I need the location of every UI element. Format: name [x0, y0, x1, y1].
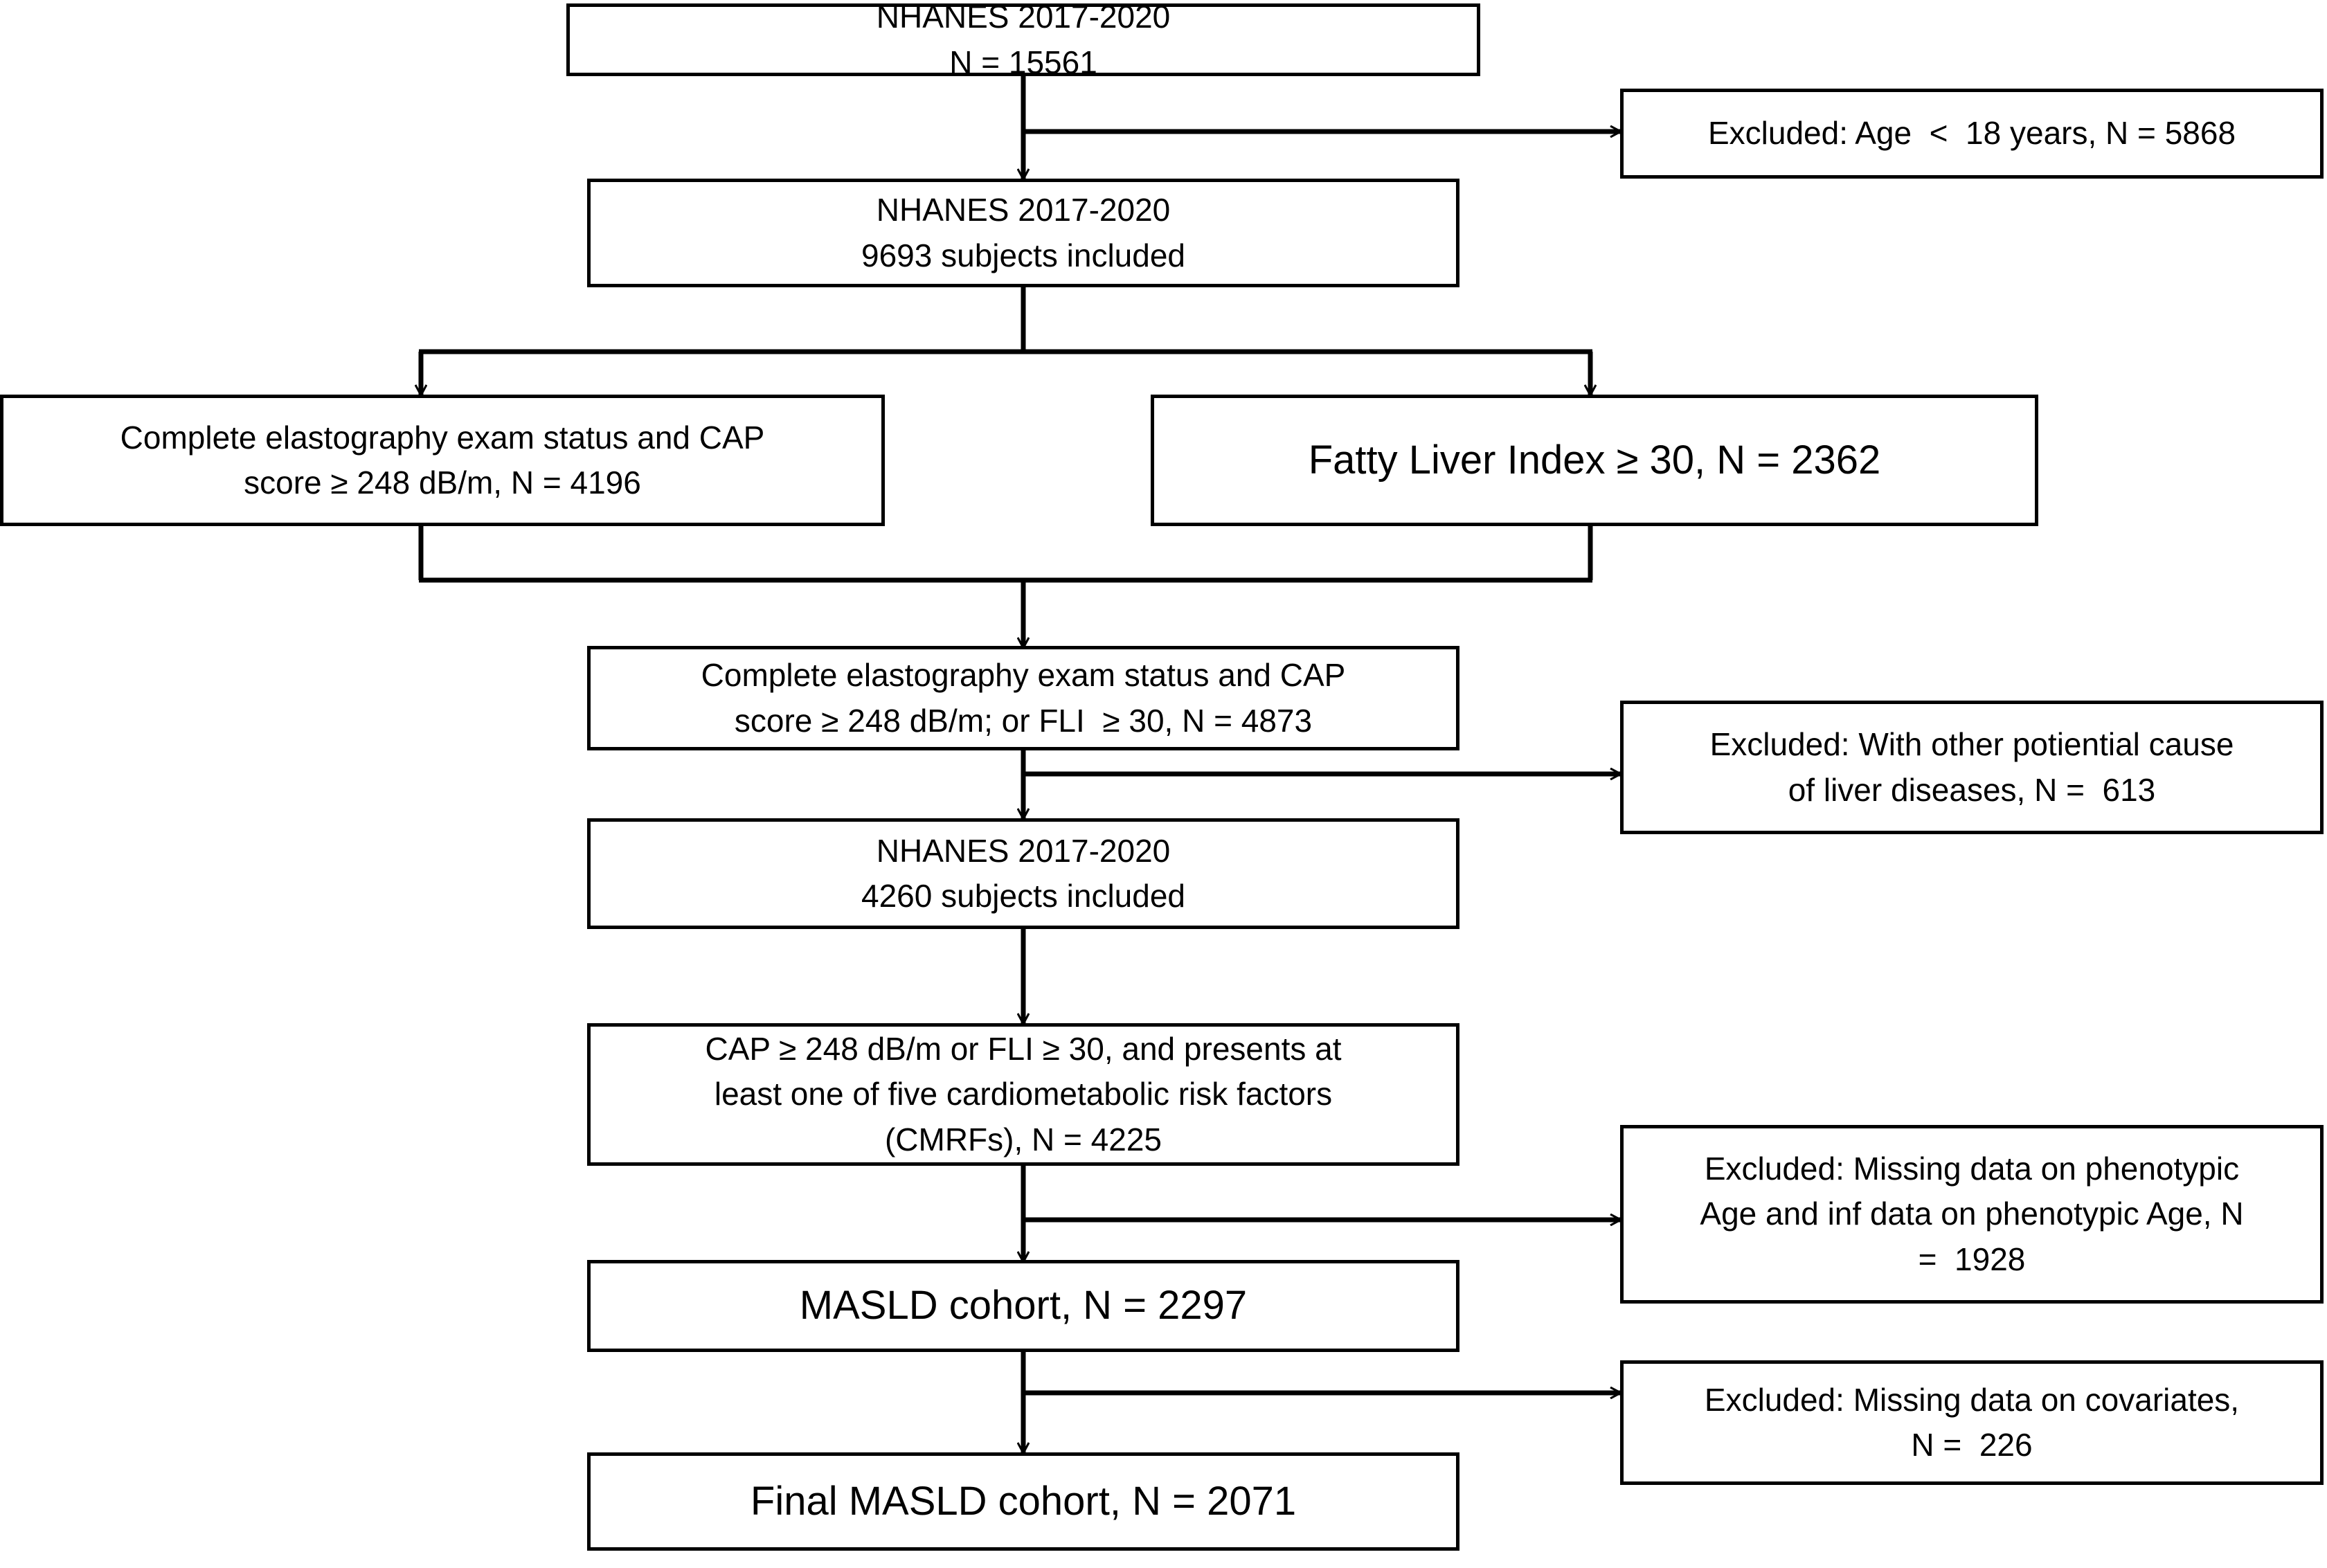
node-exclusion-phenotypic-age: Excluded: Missing data on phenotypic Age… [1620, 1125, 2324, 1304]
connector-adults-split [419, 286, 1592, 395]
node-nhanes-4260-line2: 4260 subjects included [861, 878, 1185, 914]
node-cap-branch: Complete elastography exam status and CA… [0, 395, 885, 526]
node-adults-cohort: NHANES 2017-2020 9693 subjects included [587, 179, 1459, 287]
node-exclusion-liver-disease-line1: Excluded: With other potiential cause [1709, 726, 2234, 763]
node-adults-cohort-line1: NHANES 2017-2020 [876, 192, 1171, 228]
node-exclusion-liver-disease-line2: of liver diseases, N = 613 [1788, 771, 2156, 808]
node-combined-criteria-line1: Complete elastography exam status and CA… [701, 657, 1346, 694]
node-fli-branch: Fatty Liver Index ≥ 30, N = 2362 [1151, 395, 2038, 526]
node-source-cohort: NHANES 2017-2020 N = 15561 [566, 0, 1480, 80]
node-exclusion-covariates: Excluded: Missing data on covariates, N … [1620, 1360, 2324, 1485]
node-combined-criteria: Complete elastography exam status and CA… [587, 646, 1459, 750]
node-exclusion-covariates-line1: Excluded: Missing data on covariates, [1704, 1381, 2240, 1418]
node-fli-branch-line1: Fatty Liver Index ≥ 30, N = 2362 [1308, 437, 1881, 483]
node-exclusion-phenotypic-age-line2: Age and inf data on phenotypic Age, N [1700, 1196, 2244, 1232]
node-exclusion-age: Excluded: Age < 18 years, N = 5868 [1620, 89, 2324, 179]
connector-branches-merge [418, 525, 1593, 647]
node-cmrf-criteria-line2: least one of five cardiometabolic risk f… [714, 1076, 1333, 1112]
node-final-cohort: Final MASLD cohort, N = 2071 [587, 1452, 1459, 1551]
node-exclusion-phenotypic-age-line3: = 1928 [1918, 1241, 2026, 1277]
node-cmrf-criteria-line3: (CMRFs), N = 4225 [884, 1121, 1162, 1157]
node-cap-branch-line1: Complete elastography exam status and CA… [120, 419, 765, 456]
node-masld-cohort: MASLD cohort, N = 2297 [587, 1260, 1459, 1352]
node-cmrf-criteria-line1: CAP ≥ 248 dB/m or FLI ≥ 30, and presents… [705, 1031, 1342, 1067]
node-cmrf-criteria: CAP ≥ 248 dB/m or FLI ≥ 30, and presents… [587, 1023, 1459, 1166]
node-exclusion-covariates-line2: N = 226 [1911, 1427, 2033, 1463]
node-adults-cohort-line2: 9693 subjects included [861, 237, 1185, 273]
node-exclusion-phenotypic-age-line1: Excluded: Missing data on phenotypic [1704, 1151, 2240, 1187]
node-source-cohort-line1: NHANES 2017-2020 [876, 0, 1171, 35]
node-masld-cohort-line1: MASLD cohort, N = 2297 [799, 1283, 1248, 1328]
node-nhanes-4260-line1: NHANES 2017-2020 [876, 832, 1171, 869]
node-source-cohort-line2: N = 15561 [949, 44, 1097, 80]
node-combined-criteria-line2: score ≥ 248 dB/m; or FLI ≥ 30, N = 4873 [734, 702, 1313, 739]
node-nhanes-4260: NHANES 2017-2020 4260 subjects included [587, 818, 1459, 929]
node-exclusion-age-line1: Excluded: Age < 18 years, N = 5868 [1707, 115, 2236, 152]
node-cap-branch-line2: score ≥ 248 dB/m, N = 4196 [244, 465, 641, 501]
node-exclusion-liver-disease: Excluded: With other potiential cause of… [1620, 701, 2324, 834]
node-final-cohort-line1: Final MASLD cohort, N = 2071 [750, 1478, 1297, 1524]
